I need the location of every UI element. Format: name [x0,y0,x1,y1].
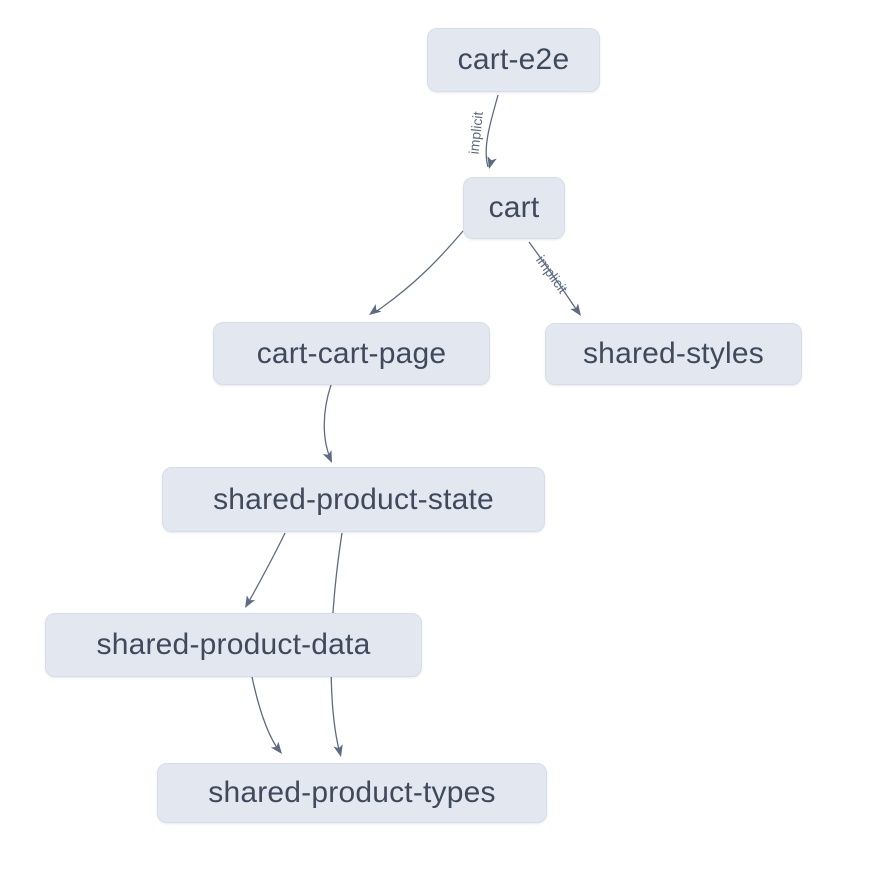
arrowhead-cart-cart-page-to-shared-product-state [322,450,332,463]
node-cart[interactable]: cart [463,177,565,239]
arrowhead-cart-e2e-to-cart [487,156,497,169]
arrowhead-shared-product-data-to-shared-product-types [270,741,282,754]
edge-shared-product-state-to-shared-product-data [246,532,286,606]
node-label: cart-e2e [457,43,570,76]
arrowhead-cart-to-cart-cart-page [369,303,382,315]
node-label: cart [488,191,540,224]
node-shared-product-data[interactable]: shared-product-data [45,613,422,677]
node-shared-styles[interactable]: shared-styles [545,323,802,385]
arrowhead-shared-product-state-to-shared-product-data [245,595,256,608]
edge-shared-product-data-to-shared-product-types [251,676,281,753]
edge-cart-e2e-to-cart [485,94,499,168]
edge-label-implicit-2: implicit [533,252,571,296]
arrowhead-cart-to-shared-styles [570,303,581,316]
arrowhead-shared-product-state-to-shared-product-types [333,744,343,757]
node-label: cart-cart-page [256,336,447,370]
node-shared-product-state[interactable]: shared-product-state [162,467,545,532]
node-label: shared-product-state [213,482,494,516]
edge-cart-to-cart-cart-page [373,230,464,314]
node-cart-cart-page[interactable]: cart-cart-page [213,322,490,385]
node-label: shared-product-types [208,776,496,809]
edge-label-implicit-1: implicit [466,111,486,155]
node-label: shared-styles [582,337,764,370]
node-shared-product-types[interactable]: shared-product-types [157,763,547,823]
edge-cart-to-shared-styles [528,241,579,313]
node-cart-e2e[interactable]: cart-e2e [427,28,600,92]
edge-cart-cart-page-to-shared-product-state [323,384,332,461]
node-label: shared-product-data [96,628,371,661]
